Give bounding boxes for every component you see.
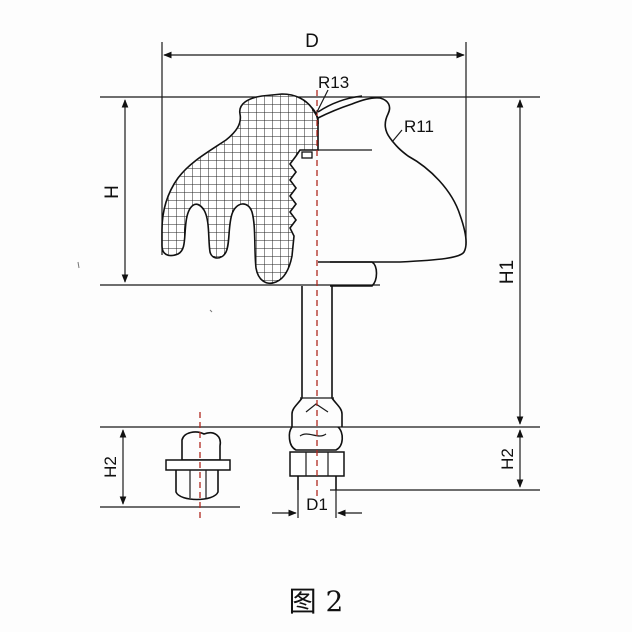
bottom-shank bbox=[297, 476, 337, 490]
label-h2-right: H2 bbox=[498, 448, 517, 470]
label-r11: R11 bbox=[404, 117, 434, 136]
hub-outline bbox=[330, 261, 378, 287]
shank-right bbox=[331, 286, 343, 427]
dimension-h2-left: H2 bbox=[101, 429, 127, 505]
radius-callouts: R13 R11 bbox=[315, 73, 434, 143]
shed-right-profile bbox=[317, 97, 467, 263]
label-h1: H1 bbox=[497, 260, 518, 284]
ball-detail bbox=[299, 433, 327, 437]
ball-joint bbox=[288, 426, 344, 451]
insulator-shed-outline bbox=[317, 95, 467, 287]
scan-marks bbox=[77, 261, 213, 313]
r13-leader bbox=[315, 89, 329, 115]
label-d1: D1 bbox=[306, 495, 328, 514]
dimension-h1: H1 bbox=[497, 99, 524, 425]
label-r13: R13 bbox=[318, 73, 349, 92]
dimension-d1: D1 bbox=[272, 490, 362, 518]
head-top-curve bbox=[317, 95, 363, 113]
dimension-h: H bbox=[102, 99, 129, 283]
pin-head-top bbox=[181, 431, 222, 461]
r11-leader bbox=[391, 129, 403, 143]
speck-1 bbox=[77, 261, 80, 269]
pin-head-washer bbox=[165, 459, 231, 471]
pin-cap bbox=[301, 151, 313, 159]
shank-left bbox=[291, 286, 303, 427]
label-d: D bbox=[305, 31, 319, 52]
hatched-section bbox=[161, 93, 319, 284]
pin-head-detail bbox=[165, 431, 231, 501]
centerlines bbox=[199, 90, 318, 520]
insulator-cross-section bbox=[161, 93, 319, 284]
label-h2-left: H2 bbox=[101, 456, 120, 478]
dimension-h2-right: H2 bbox=[498, 429, 524, 488]
label-h: H bbox=[102, 185, 123, 199]
pin-tip-mark bbox=[305, 403, 329, 413]
pin-head-body bbox=[175, 470, 219, 501]
figure-caption: 图 2 bbox=[289, 585, 344, 618]
reference-lines bbox=[100, 96, 540, 508]
speck-2 bbox=[209, 309, 213, 313]
